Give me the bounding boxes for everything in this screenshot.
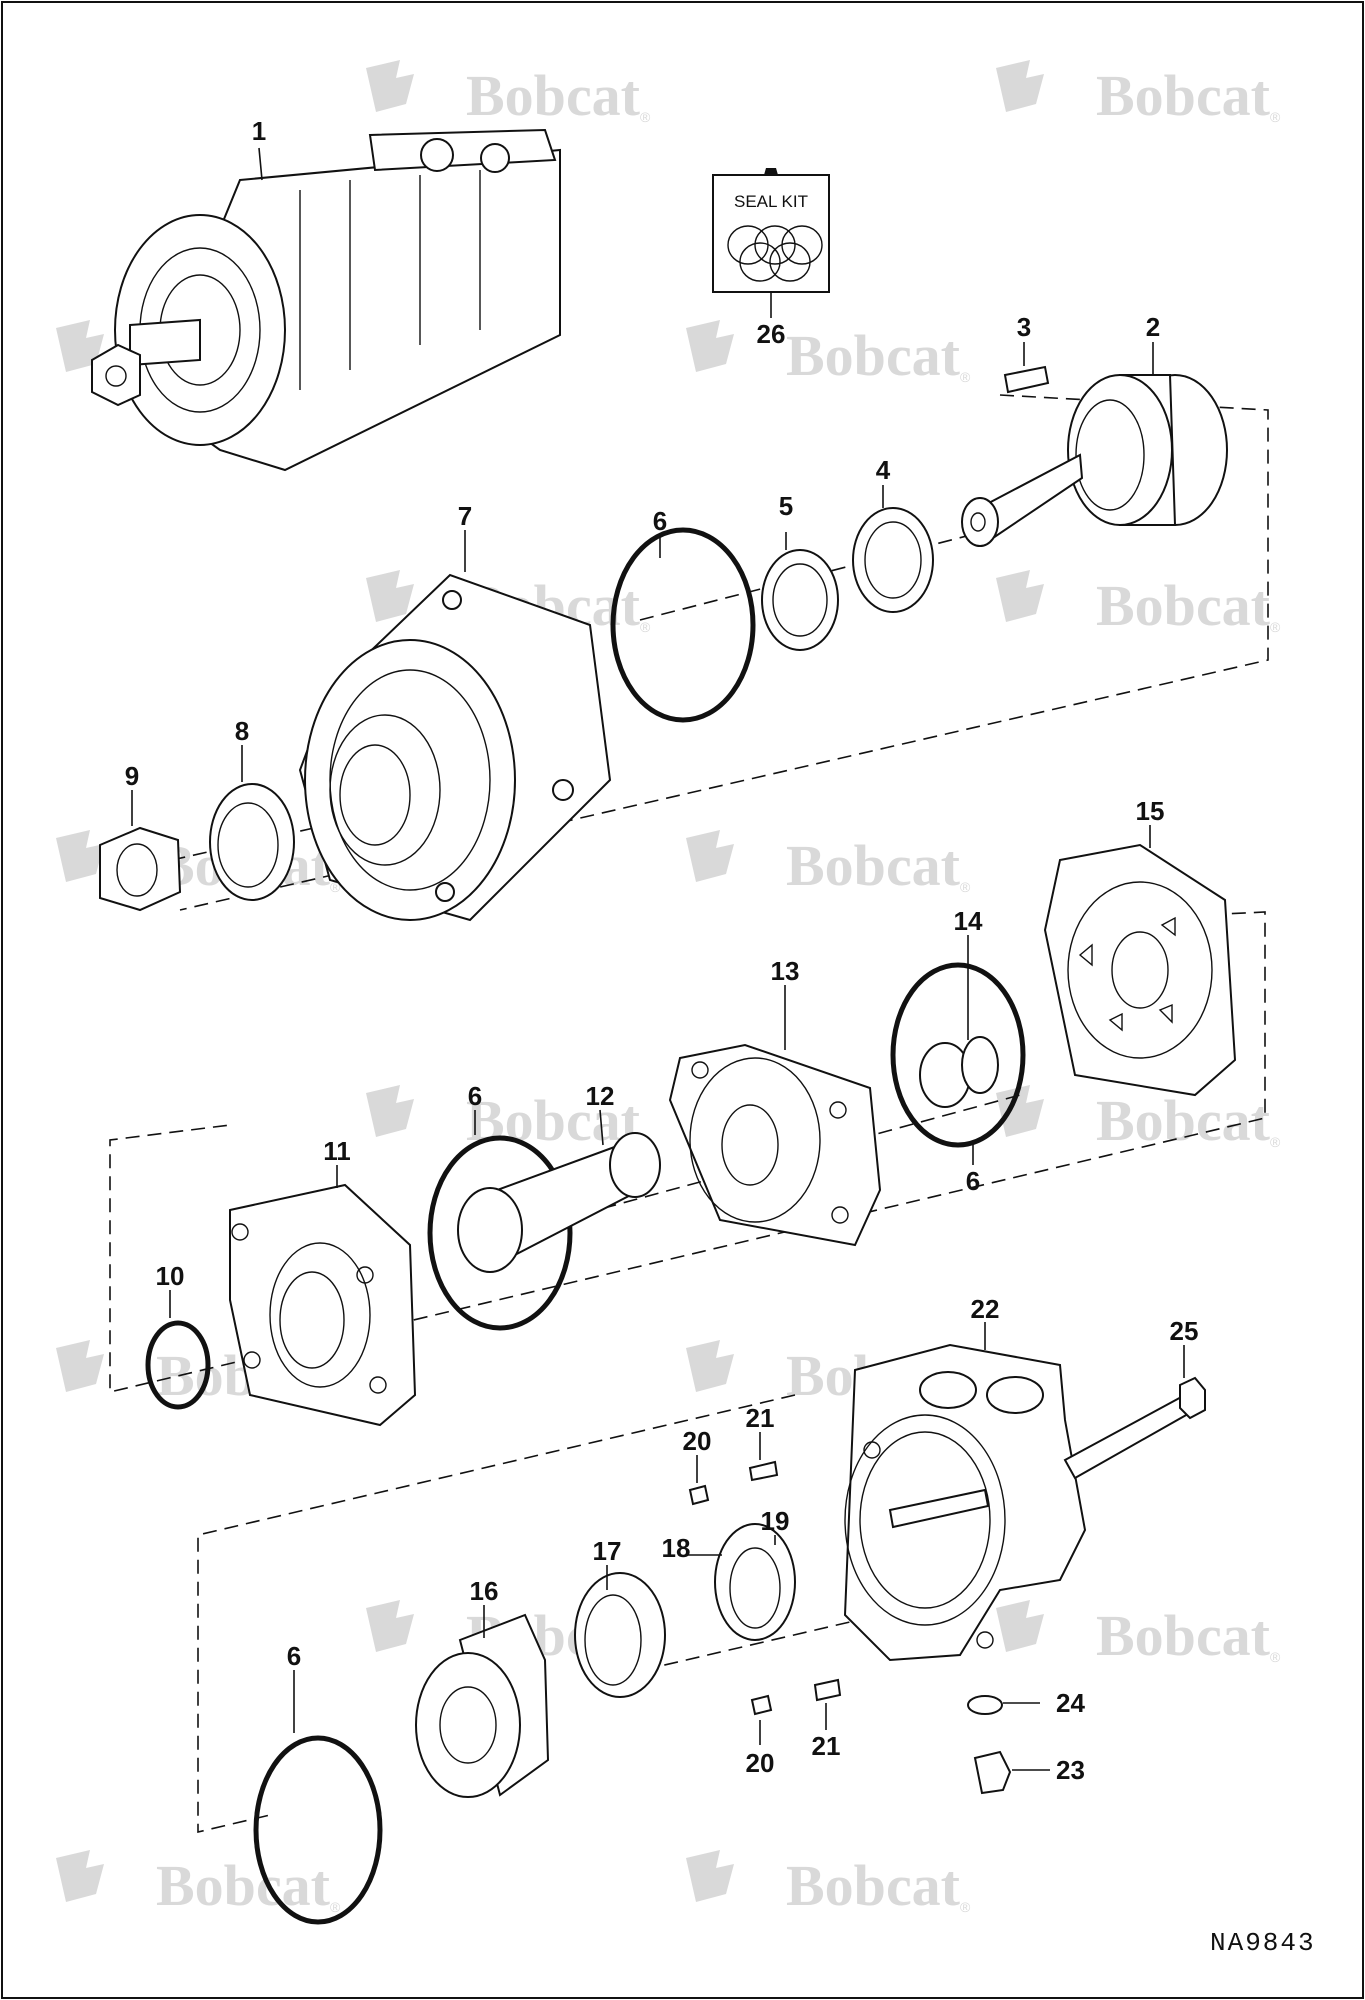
svg-text:®: ® (1270, 109, 1281, 125)
part-6-o-ring-upper (610, 527, 756, 723)
watermark-group: Bobcat® Bobcat® Bobcat® Bobcat® Bobcat® … (56, 60, 1281, 1918)
part-9-castle-nut (99, 790, 182, 912)
part-6-o-ring-right (890, 962, 1026, 1165)
drawing-id: NA9843 (1210, 1928, 1316, 1958)
part-6-o-ring-middle (427, 1110, 573, 1331)
part-16-rotor (415, 1605, 550, 1798)
callout-2: 2 (1146, 312, 1160, 342)
callout-7: 7 (458, 501, 472, 531)
part-24-o-ring (967, 1695, 1040, 1715)
callout-16: 16 (470, 1576, 499, 1606)
part-18-washer (688, 1523, 796, 1641)
callout-10: 10 (156, 1261, 185, 1291)
callout-25: 25 (1170, 1316, 1199, 1346)
callout-6-upper: 6 (653, 506, 667, 536)
callout-20-upper: 20 (683, 1426, 712, 1456)
seal-kit-icon: SEAL KIT (712, 168, 830, 318)
callout-26: 26 (757, 319, 786, 349)
watermark-text: Bobcat (1096, 1603, 1271, 1668)
callout-6-lower: 6 (287, 1641, 301, 1671)
svg-text:®: ® (1270, 1134, 1281, 1150)
part-25-bolt (1063, 1345, 1206, 1480)
watermark-text: Bobcat (466, 63, 641, 128)
callout-6-right: 6 (966, 1166, 980, 1196)
callout-23: 23 (1056, 1755, 1085, 1785)
callout-15: 15 (1136, 796, 1165, 826)
callout-6-middle: 6 (468, 1081, 482, 1111)
callout-18: 18 (662, 1533, 691, 1563)
part-17-seal (574, 1565, 666, 1698)
part-12-drive-link (457, 1109, 661, 1273)
callout-14: 14 (954, 906, 983, 936)
callout-8: 8 (235, 716, 249, 746)
part-14-spacer (919, 935, 999, 1108)
svg-text:®: ® (640, 619, 651, 635)
part-6-o-ring-lower (253, 1670, 383, 1925)
part-8-seal (209, 745, 295, 901)
part-20-pin-upper (688, 1455, 710, 1506)
callout-13: 13 (771, 956, 800, 986)
part-5-washer (761, 532, 839, 651)
part-2-output-shaft (961, 342, 1228, 547)
svg-text:®: ® (640, 109, 651, 125)
watermark-text: Bobcat (786, 323, 961, 388)
svg-text:®: ® (960, 879, 971, 895)
part-1-motor-assembly (91, 128, 561, 472)
callout-labels: 1 2 3 4 5 6 7 8 9 10 11 12 13 14 15 6 6 … (125, 116, 1199, 1785)
callout-19: 19 (761, 1506, 790, 1536)
svg-text:®: ® (1270, 619, 1281, 635)
callout-17: 17 (593, 1536, 622, 1566)
svg-text:®: ® (1270, 1649, 1281, 1665)
watermark-text: Bobcat (1096, 573, 1271, 638)
watermark-text: Bobcat (1096, 63, 1271, 128)
callout-22: 22 (971, 1294, 1000, 1324)
callout-24: 24 (1056, 1688, 1085, 1718)
callout-12: 12 (586, 1081, 615, 1111)
svg-text:®: ® (960, 1899, 971, 1915)
callout-5: 5 (779, 491, 793, 521)
watermark-text: Bobcat (786, 1853, 961, 1918)
watermark-text: Bobcat (156, 1853, 331, 1918)
part-11-bearing-plate (229, 1165, 417, 1427)
part-4-washer (852, 485, 934, 613)
part-20-pin-lower (750, 1694, 773, 1745)
callout-11: 11 (323, 1136, 351, 1166)
part-21-spring-upper (748, 1432, 779, 1482)
part-stud (888, 1488, 990, 1529)
svg-text:®: ® (330, 1899, 341, 1915)
svg-text:®: ® (330, 879, 341, 895)
watermark-text: Bobcat (1096, 1088, 1271, 1153)
part-13-gerotor-set (668, 985, 882, 1247)
callout-1: 1 (252, 116, 266, 146)
watermark-text: Bobcat (786, 833, 961, 898)
svg-text:®: ® (960, 369, 971, 385)
part-7-front-housing (298, 530, 612, 922)
part-15-valve-plate (1043, 825, 1237, 1097)
part-23-plug (973, 1750, 1050, 1795)
part-10-retaining-ring (145, 1290, 211, 1410)
callout-21-upper: 21 (746, 1403, 775, 1433)
part-21-spring-lower (813, 1678, 842, 1730)
callout-9: 9 (125, 761, 139, 791)
part-3-key (1003, 342, 1050, 394)
callout-21-lower: 21 (812, 1731, 841, 1761)
seal-kit-label: SEAL KIT (734, 192, 808, 211)
callout-20-lower: 20 (746, 1748, 775, 1778)
watermark-text: Bobcat (466, 1088, 641, 1153)
callout-4: 4 (876, 455, 891, 485)
callout-3: 3 (1017, 312, 1031, 342)
